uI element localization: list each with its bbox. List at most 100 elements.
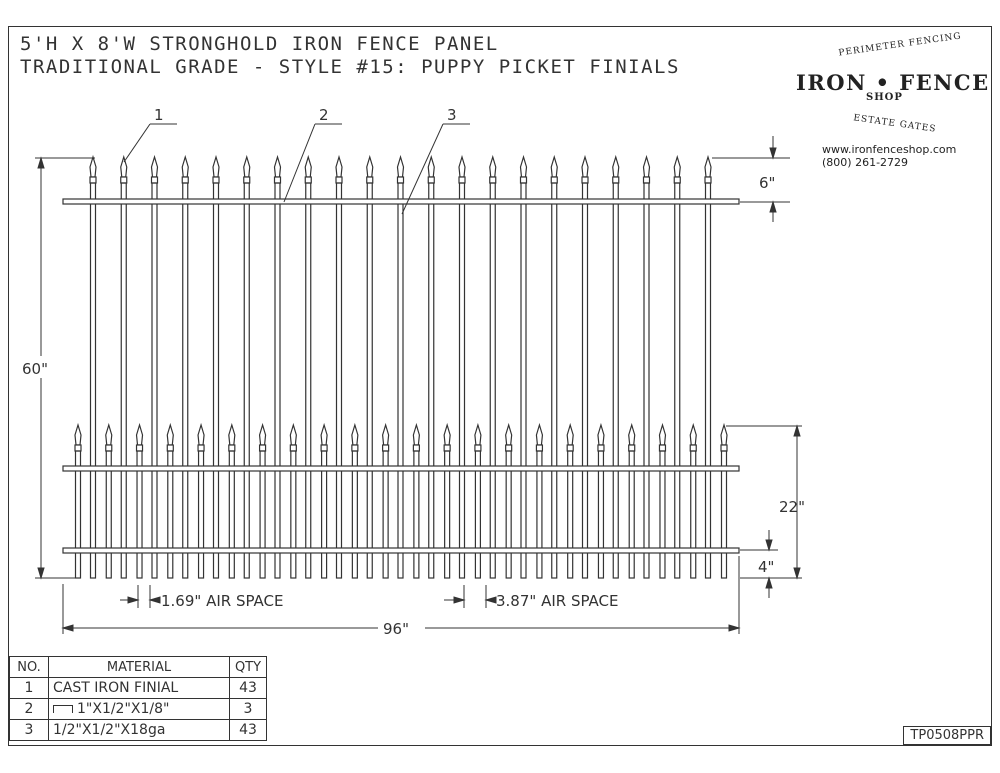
puppy-picket-finial-collar [443,444,451,452]
tall-picket [458,182,466,579]
tall-picket-finial-collar [642,176,651,184]
bom-cell-qty: 43 [229,719,267,741]
puppy-picket [197,450,205,579]
puppy-picket-finial-spear [197,422,205,446]
puppy-picket-finial-collar [105,444,113,452]
tall-picket-finial-collar [612,176,620,184]
tall-picket-finial-collar [458,176,466,184]
callout-1-leader [123,123,151,163]
dimension-lines [35,136,802,634]
dim-air-lower-arrow-left [127,596,140,604]
bom-cell-qty: 43 [229,677,267,699]
tall-picket [520,182,527,579]
puppy-picket [474,450,482,579]
bom-cell-material-with-icon: 1"X1/2"X1/8" [48,698,230,720]
tall-picket-finial-spear [181,154,189,178]
tall-picket-finial-collar [396,176,405,184]
tall-picket-finial-collar [704,176,712,184]
tall-picket [89,182,97,579]
tall-picket-finial-collar [243,176,251,184]
puppy-picket-finial-collar [135,444,144,452]
puppy-picket-finial-spear [689,422,697,446]
tall-picket-finial-spear [396,154,405,178]
puppy-picket [136,450,143,579]
drawing-number: TP0508PPR [903,726,991,745]
tall-picket [643,182,650,579]
dim-60-label-bg [20,356,62,378]
puppy-picket-finial-spear [351,422,359,446]
dim-air-lower-arrow-right [148,596,161,604]
tall-picket-finial-collar [550,176,558,184]
tall-picket-finial-spear [304,154,312,178]
puppy-picket-finial-collar [597,444,605,452]
puppy-picket [290,450,297,579]
puppy-picket-finial-collar [628,444,636,452]
tall-picket-finial-spear [704,154,712,178]
puppy-picket [320,450,328,579]
bom-cell-no: 1 [9,677,49,699]
dim-96-arrow-left [61,624,74,632]
tall-picket [428,182,435,579]
company-website: www.ironfenceshop.com [822,143,957,156]
tall-picket-finial-spear [335,154,343,178]
tall-picket [243,182,250,579]
tall-picket-finial-spear [581,154,589,178]
tall-picket-finial-spear [243,154,251,178]
tall-picket [120,182,127,579]
puppy-picket [105,450,112,579]
puppy-picket-finial-collar [289,444,297,452]
callout-leaders [123,123,470,215]
puppy-picket [659,450,666,579]
tall-picket-finial-collar [120,176,128,184]
tall-picket [704,182,712,579]
tall-picket-finial-spear [489,154,497,178]
dim-6-arrow-top [769,147,777,160]
puppy-picket-finial-collar [166,444,174,452]
puppy-picket [597,450,605,579]
puppy-picket [444,450,451,579]
bottom-rail [62,547,740,554]
puppy-picket-finial-collar [74,444,82,452]
puppy-picket-finial-collar [320,444,328,452]
puppy-picket [567,450,574,579]
bom-cell-qty: 3 [229,698,267,720]
tall-picket [151,182,158,579]
puppy-picket [536,450,543,579]
puppy-picket-finial-collar [658,444,667,452]
puppy-picket-finial-collar [351,444,359,452]
puppy-picket [228,450,235,579]
tall-picket [674,182,681,579]
puppy-picket-finial-collar [505,444,513,452]
channel-profile-icon [53,705,73,713]
puppy-picket [720,450,728,579]
tall-picket-finial-collar [150,176,159,184]
tall-picket [397,182,404,579]
bom-cell-no: 3 [9,719,49,741]
puppy-picket-finial-spear [382,422,390,446]
dim-22-label: 22" [779,498,805,516]
tall-picket-finial-spear [673,154,681,178]
dim-4-arrow-top [765,539,773,552]
dim-96-label: 96" [383,620,409,638]
callout-3-leader [401,123,444,215]
tall-picket-finial-spear [550,154,558,178]
tall-picket-finial-collar [427,176,435,184]
puppy-picket-finial-collar [228,444,236,452]
puppy-picket-finial-spear [412,422,420,446]
tall-picket-finial-spear [212,154,220,178]
bom-cell-material: 1"X1/2"X1/8" [77,701,170,717]
puppy-picket-finial-spear [597,422,605,446]
dim-60-arrow-top [37,156,45,169]
puppy-picket-finial-spear [535,422,544,446]
puppy-picket [74,450,82,579]
puppy-picket-finial-spear [105,422,113,446]
tall-picket-finial-collar [273,176,282,184]
tall-picket-finial-collar [519,176,528,184]
puppy-picket-finial-spear [505,422,513,446]
puppy-picket [413,450,420,579]
bom-cell-material: 1/2"X1/2"X18ga [48,719,230,741]
logo-main-text: IRON • FENCE [796,70,990,95]
tall-picket-finial-spear [519,154,528,178]
puppy-picket-finial-spear [443,422,451,446]
tall-picket [581,182,589,579]
